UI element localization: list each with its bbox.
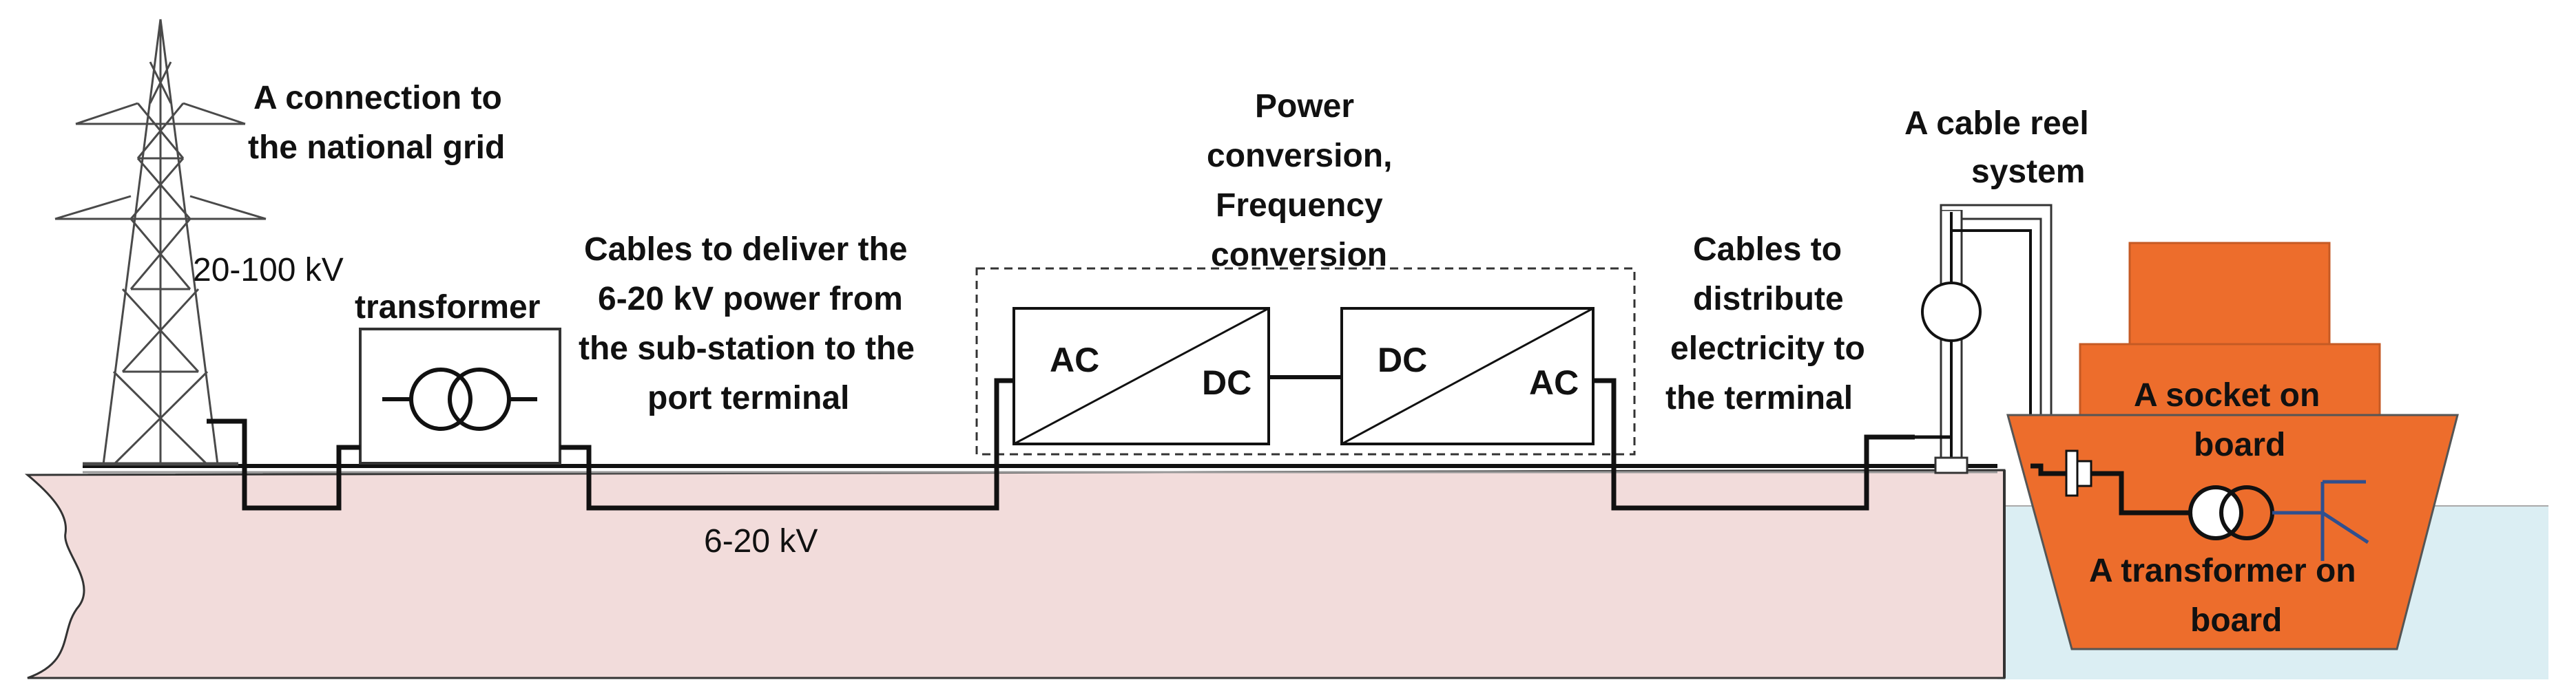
power-conversion-group xyxy=(975,267,1636,456)
converter-ac-dc: AC DC xyxy=(1012,307,1270,445)
transformer-to-converter-cable xyxy=(560,378,1014,511)
reel-to-socket-cable xyxy=(2030,463,2066,476)
grid-label-line1: A connection to xyxy=(253,80,502,116)
onboard-distribution xyxy=(2272,480,2369,561)
socket-label-line1: A socket on xyxy=(2134,377,2320,414)
grid-to-transformer-cable xyxy=(207,418,360,511)
power-label-line3: Frequency xyxy=(1216,187,1383,224)
transmission-tower-icon xyxy=(54,19,267,466)
power-label-line1: Power xyxy=(1255,88,1354,125)
converter-dc-ac: DC AC xyxy=(1340,307,1595,445)
distribute-label-line4: the terminal xyxy=(1665,380,1853,416)
cables-label-line4: port terminal xyxy=(647,380,849,416)
reel-label-line1: A cable reel xyxy=(1904,105,2089,142)
converter-to-reel-cable xyxy=(1593,378,1915,511)
distribute-label-line2: distribute xyxy=(1693,281,1844,317)
socket-label-line2: board xyxy=(2194,427,2285,463)
cables-label-line3: the sub-station to the xyxy=(579,330,915,367)
reel-label-line2: system xyxy=(1971,153,2085,190)
distribute-label-line3: electricity to xyxy=(1670,330,1865,367)
socket-to-transformer-cable xyxy=(2091,471,2190,516)
cable-reel-system xyxy=(1915,204,2053,474)
grid-voltage-label: 20-100 kV xyxy=(193,252,344,288)
transformer-label: transformer xyxy=(355,289,540,326)
converter1-right: DC xyxy=(1202,363,1251,402)
cable-voltage-label: 6-20 kV xyxy=(704,523,818,560)
cables-label-line1: Cables to deliver the xyxy=(584,231,907,268)
converter1-left: AC xyxy=(1050,341,1099,379)
grid-label-line2: the national grid xyxy=(248,129,505,166)
ship-superstructure xyxy=(2079,343,2381,418)
ship-funnel xyxy=(2128,242,2331,348)
cable-reel-icon xyxy=(1921,282,1982,342)
power-label-line4: conversion xyxy=(1211,237,1387,273)
converter2-right: AC xyxy=(1529,363,1579,402)
transformer-icon xyxy=(382,368,537,431)
ship-transformer-label-line2: board xyxy=(2190,602,2282,639)
land xyxy=(24,469,2006,679)
power-label-line2: conversion, xyxy=(1207,138,1392,174)
ship-transformer-label-line1: A transformer on xyxy=(2089,553,2356,589)
transformer-box xyxy=(359,328,561,465)
cables-label-line2: 6-20 kV power from xyxy=(598,281,903,317)
converter2-left: DC xyxy=(1378,341,1427,379)
distribute-label-line1: Cables to xyxy=(1693,231,1842,268)
